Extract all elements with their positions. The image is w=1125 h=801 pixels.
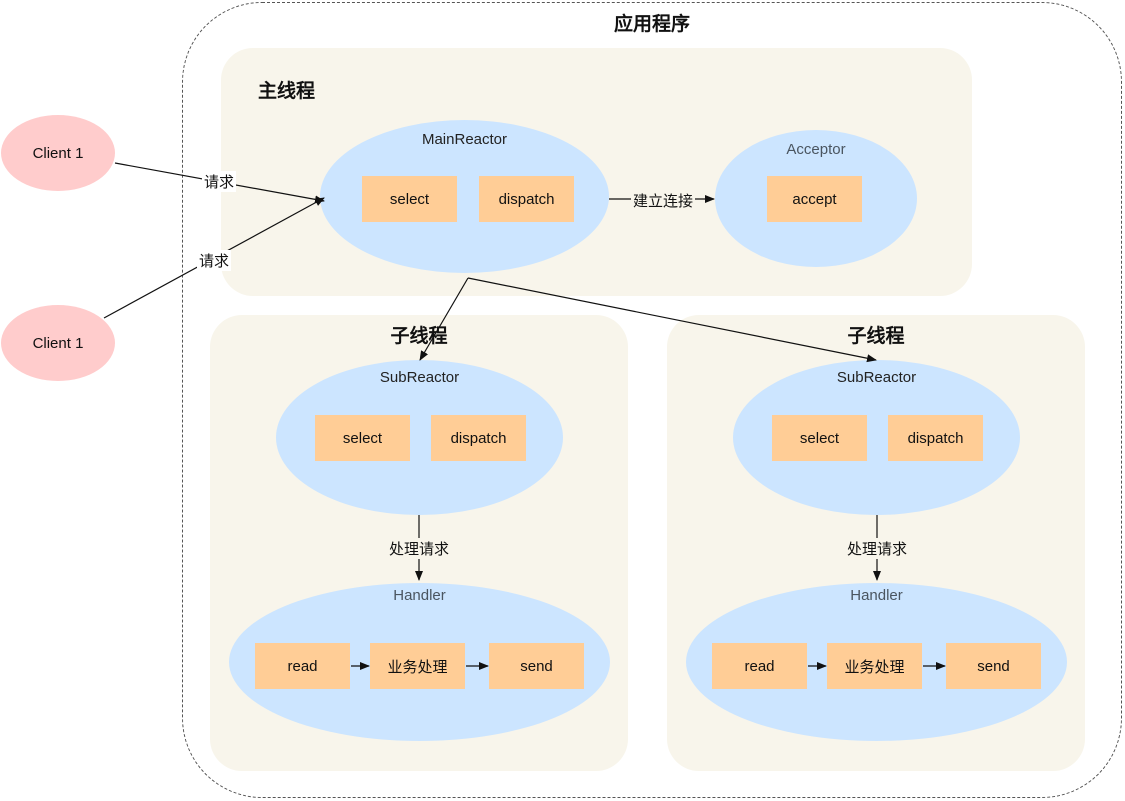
handler-node-1: Handler read 业务处理 send: [229, 583, 610, 741]
acceptor-accept-box: accept: [767, 176, 862, 222]
client-node-1: Client 1: [1, 115, 115, 191]
handler-1-process-box: 业务处理: [370, 643, 465, 689]
sub-reactor-2-dispatch-box: dispatch: [888, 415, 983, 461]
sub-reactor-1-select-box: select: [315, 415, 410, 461]
sub-reactor-node-1: SubReactor select dispatch: [276, 360, 563, 515]
main-thread-title: 主线程: [258, 80, 316, 102]
handler-1-send-box: send: [489, 643, 584, 689]
acceptor-node: Acceptor accept: [715, 130, 917, 267]
acceptor-label: Acceptor: [786, 141, 846, 158]
handler-label-1: Handler: [393, 587, 446, 604]
main-reactor-dispatch-box: dispatch: [479, 176, 574, 222]
client-node-2: Client 1: [1, 305, 115, 381]
application-title: 应用程序: [613, 13, 690, 35]
client-label-2: Client 1: [32, 334, 84, 352]
request-label-2: 请求: [197, 250, 232, 271]
handle-request-label-2: 处理请求: [845, 538, 910, 559]
sub-reactor-label-1: SubReactor: [379, 369, 460, 386]
handler-1-read-box: read: [255, 643, 350, 689]
handler-2-read-box: read: [712, 643, 807, 689]
handle-request-label-1: 处理请求: [387, 538, 452, 559]
main-reactor-label: MainReactor: [421, 131, 508, 148]
sub-thread-title-1: 子线程: [390, 325, 448, 347]
request-label-1: 请求: [202, 171, 237, 192]
connect-label: 建立连接: [631, 190, 696, 211]
handler-2-process-box: 业务处理: [827, 643, 922, 689]
application-frame: 应用程序: [182, 2, 1122, 798]
handler-2-send-box: send: [946, 643, 1041, 689]
sub-reactor-label-2: SubReactor: [836, 369, 917, 386]
sub-thread-title-2: 子线程: [847, 325, 905, 347]
sub-reactor-node-2: SubReactor select dispatch: [733, 360, 1020, 515]
handler-node-2: Handler read 业务处理 send: [686, 583, 1067, 741]
handler-label-2: Handler: [850, 587, 903, 604]
main-reactor-select-box: select: [362, 176, 457, 222]
sub-reactor-1-dispatch-box: dispatch: [431, 415, 526, 461]
main-reactor-node: MainReactor select dispatch: [320, 120, 609, 273]
client-label-1: Client 1: [32, 144, 84, 162]
sub-reactor-2-select-box: select: [772, 415, 867, 461]
